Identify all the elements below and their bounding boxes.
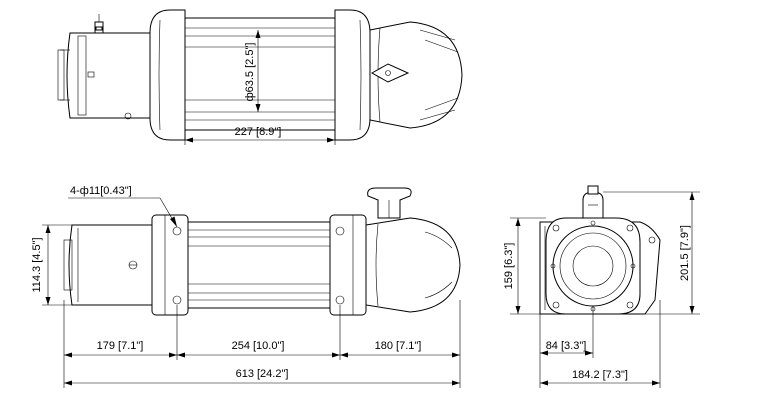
side-flange-outer — [552, 225, 634, 307]
front-motor-housing — [68, 224, 153, 306]
top-motor-endcap — [57, 49, 65, 101]
side-drum-bore — [572, 245, 614, 287]
front-clutch-knob — [367, 187, 412, 219]
side-height-right-label: 201.5 [7.9"] — [679, 225, 691, 281]
front-drum — [187, 221, 331, 309]
side-flange-inner — [559, 232, 627, 300]
front-seg1-label: 179 [7.1"] — [97, 340, 144, 352]
front-motor-endcap — [63, 239, 73, 291]
top-drum-diameter-label: ф63.5 [2.5"] — [244, 43, 256, 102]
front-mount-hole-label: 4-ф11[0.43"] — [70, 185, 132, 197]
front-view: 4-ф11[0.43"] 114.3 [4.5"] 179 [7.1"] 254 — [31, 185, 461, 388]
top-drum-length-label: 227 [8.9"] — [235, 126, 282, 138]
top-motor-band — [77, 35, 87, 116]
front-mount-hole-3 — [335, 226, 345, 236]
side-width-overall-label: 184.2 [7.3"] — [572, 369, 628, 381]
front-seg3-label: 180 [7.1"] — [375, 340, 422, 352]
front-gearbox-housing — [365, 217, 461, 313]
side-width-inner-label: 84 [3.3"] — [546, 340, 587, 352]
front-overall-length-label: 613 [24.2"] — [236, 368, 289, 380]
front-mount-hole-4 — [335, 295, 345, 305]
front-mount-hole-2 — [172, 295, 182, 305]
side-view: 159 [6.3"] 201.5 [7.9"] 84 [3.3"] 184. — [503, 185, 700, 388]
top-drum — [184, 17, 336, 131]
top-clutch-lever — [370, 63, 410, 83]
side-clutch-cap — [587, 185, 599, 195]
top-gearbox-housing — [369, 21, 463, 129]
top-right-bracket — [334, 9, 371, 141]
top-left-bracket — [149, 9, 186, 141]
front-left-bracket — [151, 214, 189, 316]
front-seg2-label: 254 [10.0"] — [232, 340, 285, 352]
top-motor-housing — [66, 32, 151, 119]
top-view: ф63.5 [2.5"] 227 [8.9"] — [57, 9, 463, 145]
front-height-label: 114.3 [4.5"] — [31, 237, 43, 292]
front-right-bracket — [329, 214, 367, 316]
side-height-left-label: 159 [6.3"] — [503, 243, 515, 290]
